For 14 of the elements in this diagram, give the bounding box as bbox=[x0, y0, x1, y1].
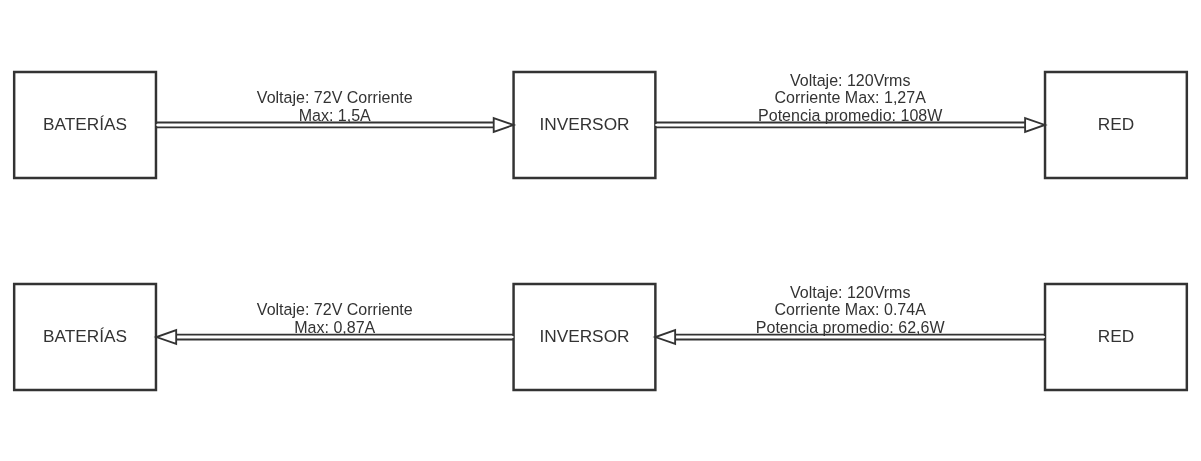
arrow bbox=[153, 328, 515, 345]
arrow bbox=[654, 116, 1048, 133]
edge-label: Voltaje: 72V Corriente Max: 1,5A bbox=[256, 87, 413, 124]
node-box: BATERÍAS bbox=[12, 70, 158, 179]
arrow bbox=[652, 328, 1046, 345]
node-box: INVERSOR bbox=[512, 70, 657, 179]
node-box: BATERÍAS bbox=[12, 282, 158, 391]
arrow bbox=[155, 116, 517, 133]
edge-label: Voltaje: 120Vrms Corriente Max: 0.74A Potencia promedio: 62,6W bbox=[755, 282, 945, 336]
edge-label: Voltaje: 120Vrms Corriente Max: 1,27A Potencia promedio: 108W bbox=[758, 70, 943, 124]
node-box: RED bbox=[1043, 70, 1189, 179]
node-box: INVERSOR bbox=[512, 282, 657, 391]
edge-label: Voltaje: 72V Corriente Max: 0,87A bbox=[256, 299, 413, 336]
node-box: RED bbox=[1043, 282, 1189, 391]
